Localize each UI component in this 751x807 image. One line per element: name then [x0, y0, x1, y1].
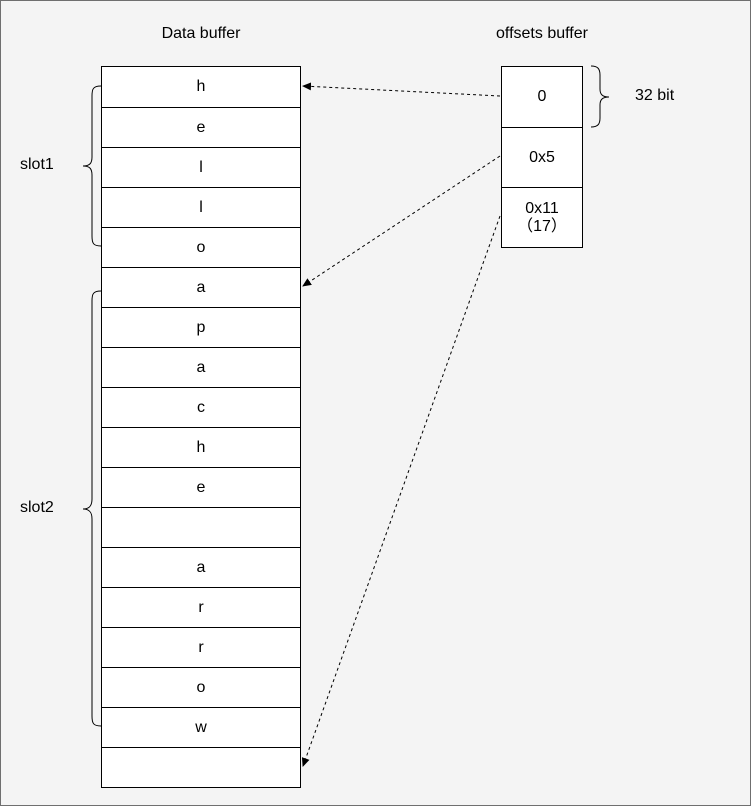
data-cell: h — [196, 78, 206, 95]
data-cell: r — [102, 627, 300, 667]
offset-11-pointer-arrow — [301, 215, 501, 767]
data-cell: h — [102, 427, 300, 467]
data-cell: a — [102, 547, 300, 587]
bit-width-label: 32 bit — [635, 87, 675, 104]
data-buffer-title: Data buffer — [161, 25, 241, 42]
data-cell: l — [102, 147, 300, 187]
data-cell: l — [102, 187, 300, 227]
data-cell: e — [102, 107, 300, 147]
data-cell: p — [102, 307, 300, 347]
slot1-label: slot1 — [20, 156, 54, 173]
data-cell: a — [102, 267, 300, 307]
data-cell: e — [102, 467, 300, 507]
offset-cell: 0x11 （17） — [502, 187, 582, 247]
offsets-buffer: 0 0x5 0x11 （17） — [501, 66, 583, 248]
offset-value: 0 — [537, 88, 547, 105]
data-cell: r — [102, 587, 300, 627]
offset-value: 0x5 — [529, 148, 555, 166]
data-buffer: h e l l o a p a c h e a r r o w — [101, 66, 301, 788]
data-cell: o — [102, 667, 300, 707]
data-cell: w — [102, 707, 300, 747]
offset-cell: 0 — [502, 67, 582, 127]
slot1-brace — [82, 85, 102, 247]
offset-note: （17） — [517, 217, 567, 235]
offset-5-pointer-arrow — [302, 155, 501, 287]
data-cell: a — [102, 347, 300, 387]
offset-value: 0x11 — [525, 199, 559, 217]
bit-width-brace — [590, 65, 610, 128]
offset-cell: 0x5 — [502, 127, 582, 187]
data-cell: o — [102, 227, 300, 267]
slot2-label: slot2 — [20, 499, 54, 516]
data-cell — [102, 747, 300, 787]
data-cell — [102, 507, 300, 547]
data-cell: c — [102, 387, 300, 427]
slot2-brace — [82, 290, 102, 727]
offsets-buffer-title: offsets buffer — [496, 25, 588, 42]
offset-0-pointer-arrow — [302, 82, 501, 97]
